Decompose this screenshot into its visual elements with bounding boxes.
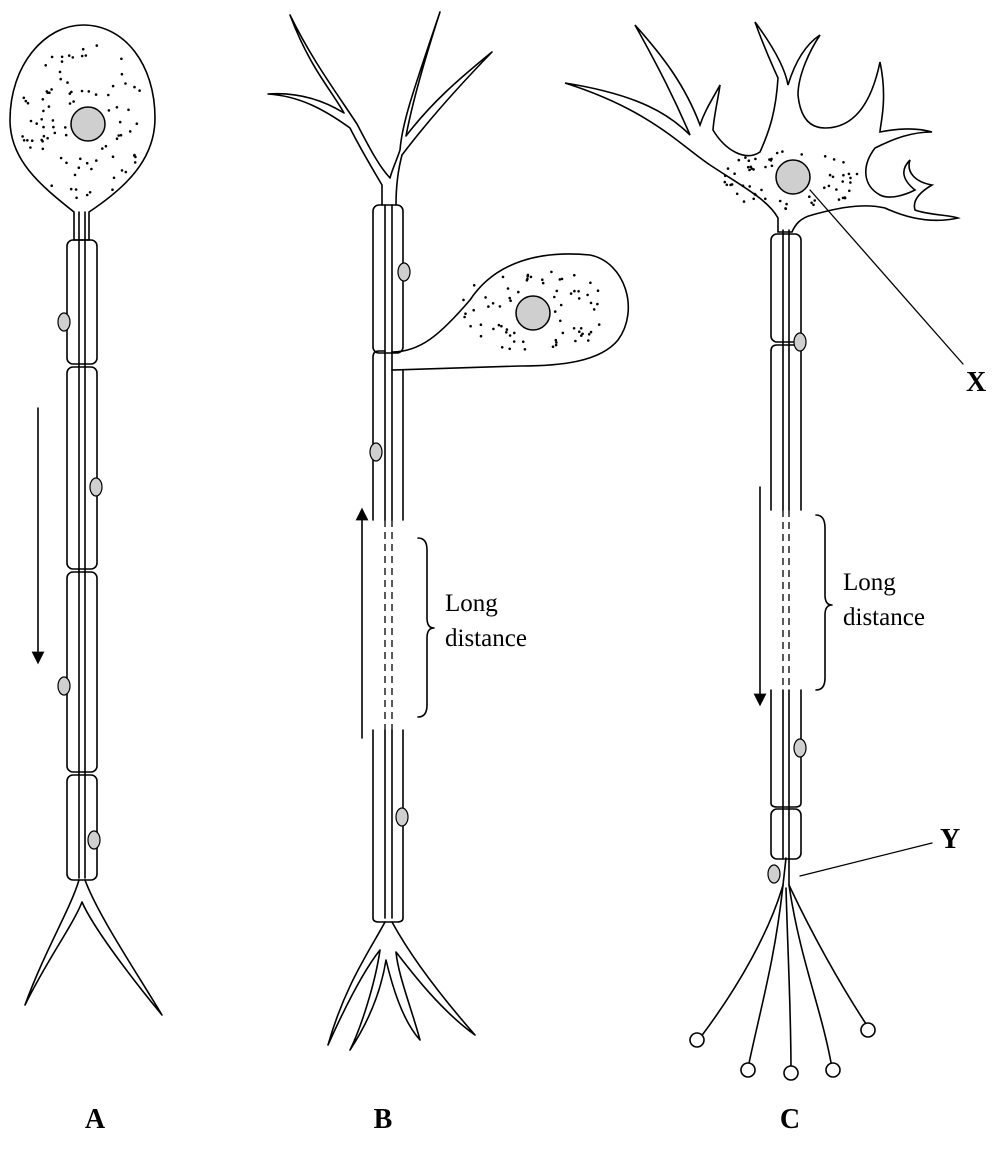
neuron-a-myelin-sheath <box>67 240 97 880</box>
neuron-c <box>565 22 963 1080</box>
schwann-cell-nucleus <box>768 865 780 883</box>
neuron-b-gap-brace <box>418 538 434 717</box>
schwann-cell-nucleus <box>90 478 102 496</box>
neuron-label-a: A <box>85 1104 106 1135</box>
neuron-label-c: C <box>780 1104 800 1135</box>
neuron-c-myelin-sheath <box>771 234 801 859</box>
schwann-cell-nucleus <box>370 443 382 461</box>
label-y-pointer <box>800 843 932 876</box>
b-gap-label-line2: distance <box>445 625 527 652</box>
schwann-cell-nucleus <box>396 808 408 826</box>
neuron-a-nucleus <box>71 107 105 141</box>
b-gap-label-line1: Long <box>445 590 498 617</box>
neuron-c-cell-body <box>565 22 958 232</box>
label-y: Y <box>940 824 960 855</box>
neuron-b-nucleus <box>516 296 550 330</box>
schwann-cell-nucleus <box>398 263 410 281</box>
neuron-c-axon-terminal <box>690 858 875 1080</box>
label-x: X <box>966 367 986 398</box>
c-gap-label-line2: distance <box>843 604 925 631</box>
schwann-cell-nucleus <box>58 677 70 695</box>
neuron-b <box>268 12 628 1050</box>
neuron-a <box>10 25 162 1015</box>
neuron-b-dendrites <box>268 12 492 205</box>
schwann-cell-nucleus <box>88 831 100 849</box>
neuron-b-cell-body <box>392 254 628 370</box>
neuron-label-b: B <box>374 1104 393 1135</box>
c-gap-label-line1: Long <box>843 569 896 596</box>
schwann-cell-nucleus <box>794 739 806 757</box>
neuron-c-gap-brace <box>816 515 832 690</box>
neuron-b-axon-terminal <box>328 922 475 1050</box>
schwann-cell-nucleus <box>58 313 70 331</box>
neuron-a-axon-terminal <box>25 880 162 1015</box>
neuron-c-nucleus <box>776 160 810 194</box>
schwann-cell-nucleus <box>794 333 806 351</box>
